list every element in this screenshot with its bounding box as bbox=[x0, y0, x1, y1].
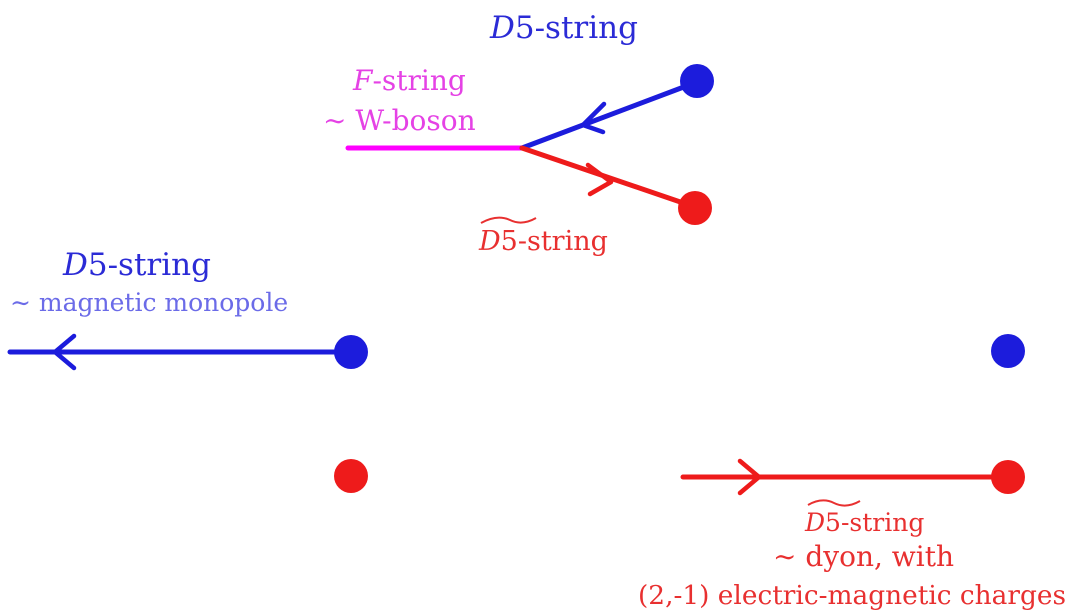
monopole-label: ∼ magnetic monopole bbox=[10, 288, 288, 317]
left-d5-label: D5-string bbox=[62, 247, 211, 283]
top-d5tilde-endpoint-dot bbox=[678, 191, 712, 225]
svg-text:D5-string: D5-string bbox=[804, 508, 924, 537]
top-d5tilde-label: D5-string bbox=[478, 216, 608, 257]
left-d5-arrowhead bbox=[52, 333, 77, 371]
tilde-mark bbox=[807, 499, 861, 507]
right-d5tilde-arrowhead bbox=[737, 458, 762, 496]
f-string-label: F-string bbox=[352, 64, 466, 97]
top-d5-arrowhead bbox=[580, 101, 607, 135]
tilde-mark bbox=[480, 216, 537, 224]
right-d5tilde-label: D5-string bbox=[804, 499, 924, 537]
top-d5-label: D5-string bbox=[489, 10, 638, 46]
top-d5tilde-arrowhead bbox=[585, 162, 614, 197]
top-d5-endpoint-dot bbox=[680, 64, 714, 98]
right-blue-dot bbox=[991, 334, 1025, 368]
right-red-dot bbox=[991, 460, 1025, 494]
left-red-dot bbox=[334, 459, 368, 493]
top-d5-string-line bbox=[519, 79, 700, 151]
left-blue-dot bbox=[334, 335, 368, 369]
svg-text:D5-string: D5-string bbox=[478, 226, 608, 257]
charges-label: (2,-1) electric-magnetic charges bbox=[638, 581, 1066, 611]
dyon-label: ∼ dyon, with bbox=[773, 540, 954, 573]
w-boson-label: ∼ W-boson bbox=[323, 104, 476, 137]
